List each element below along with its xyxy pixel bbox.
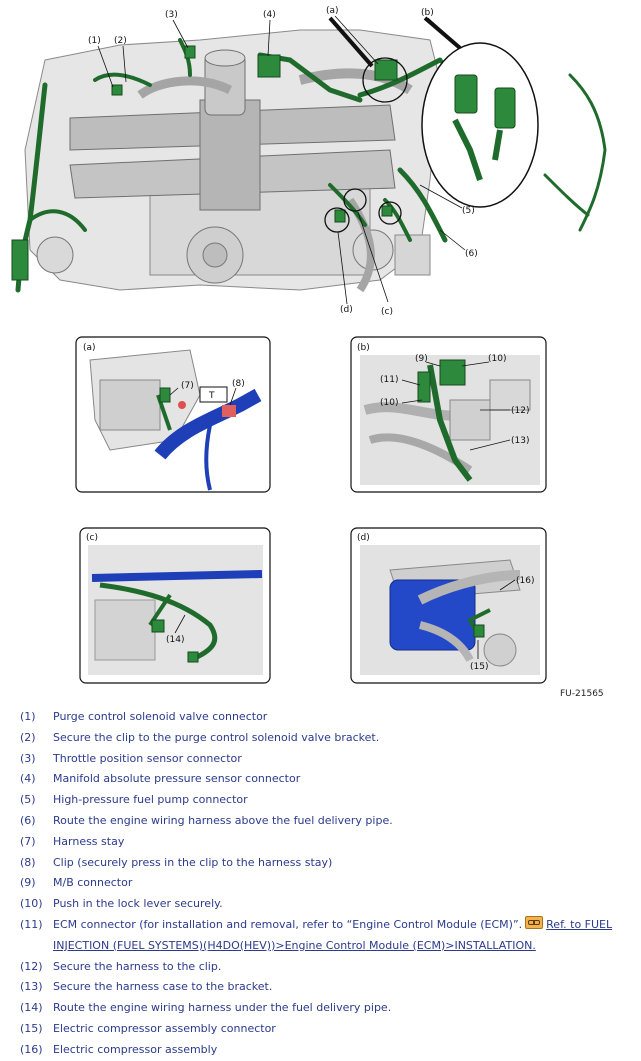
- detail-b-callout-13: (13): [511, 436, 529, 446]
- legend-item-8: (8)Clip (securely press in the clip to t…: [20, 855, 333, 869]
- detail-b-callout-10-top: (10): [488, 354, 506, 364]
- callout-d: (d): [340, 305, 353, 315]
- legend-item-14: (14)Route the engine wiring harness unde…: [20, 1001, 392, 1015]
- detail-b-callout-9: (9): [415, 354, 428, 364]
- main-engine-view: (1) (2) (3) (4) (a) (b) (5) (6) (c) (d): [11, 6, 607, 317]
- callout-1: (1): [88, 36, 101, 46]
- legend-item-15: (15)Electric compressor assembly connect…: [20, 1021, 276, 1035]
- detail-b-callout-10-left: (10): [380, 398, 398, 408]
- legend-item-6: (6)Route the engine wiring harness above…: [20, 813, 393, 827]
- legend-item-5: (5)High-pressure fuel pump connector: [20, 793, 248, 807]
- detail-d-callout-15: (15): [470, 662, 488, 672]
- ecm-installation-link[interactable]: Ref. to FUEL INJECTION (FUEL SYSTEMS)(H4…: [53, 917, 613, 952]
- legend-item-2: (2)Secure the clip to the purge control …: [20, 730, 380, 744]
- detail-b-label: (b): [357, 343, 370, 353]
- detail-a-panel: (a) T (7) (8): [75, 336, 271, 493]
- legend-item-12: (12)Secure the harness to the clip.: [20, 959, 222, 973]
- detail-c-panel: (c) (14): [79, 527, 271, 684]
- detail-a-label: (a): [83, 343, 96, 353]
- callout-b: (b): [421, 8, 434, 18]
- detail-a-callout-8: (8): [232, 379, 245, 389]
- link-icon: [525, 915, 544, 929]
- callout-a: (a): [326, 6, 339, 16]
- detail-b-callout-11: (11): [380, 375, 398, 385]
- engine-harness-diagram: (1) (2) (3) (4) (a) (b) (5) (6) (c) (d) …: [11, 6, 607, 684]
- detail-d-panel: (d) (16) (15): [350, 527, 547, 684]
- legend-item-10: (10)Push in the lock lever securely.: [20, 897, 223, 911]
- legend-item-13: (13)Secure the harness case to the brack…: [20, 980, 273, 994]
- detail-c-callout-14: (14): [166, 635, 184, 645]
- legend-item-4: (4)Manifold absolute pressure sensor con…: [20, 772, 301, 786]
- callout-2: (2): [114, 36, 127, 46]
- callout-6: (6): [465, 249, 478, 259]
- detail-b-panel: (b) (9) (10) (11) (10) (12) (13): [350, 336, 547, 493]
- legend-item-11: (11)ECM connector (for installation and …: [20, 915, 613, 952]
- legend-item-11-text: ECM connector (for installation and remo…: [53, 917, 523, 931]
- detail-d-label: (d): [357, 533, 370, 543]
- legend-list: (1)Purge control solenoid valve connecto…: [20, 707, 635, 1061]
- figure-id: FU-21565: [560, 689, 604, 699]
- callout-c: (c): [381, 307, 393, 317]
- legend-item-9: (9)M/B connector: [20, 876, 133, 890]
- torque-tag: T: [208, 391, 215, 401]
- detail-d-callout-16: (16): [516, 576, 534, 586]
- legend-item-1: (1)Purge control solenoid valve connecto…: [20, 710, 268, 723]
- detail-a-callout-7: (7): [181, 381, 194, 391]
- detail-c-label: (c): [86, 533, 98, 543]
- legend-item-7: (7)Harness stay: [20, 834, 125, 848]
- callout-4: (4): [263, 10, 276, 20]
- legend-item-3: (3)Throttle position sensor connector: [20, 751, 242, 765]
- legend-item-16: (16)Electric compressor assembly: [20, 1042, 218, 1056]
- detail-b-callout-12: (12): [511, 406, 529, 416]
- callout-5: (5): [462, 206, 475, 216]
- callout-3: (3): [165, 10, 178, 20]
